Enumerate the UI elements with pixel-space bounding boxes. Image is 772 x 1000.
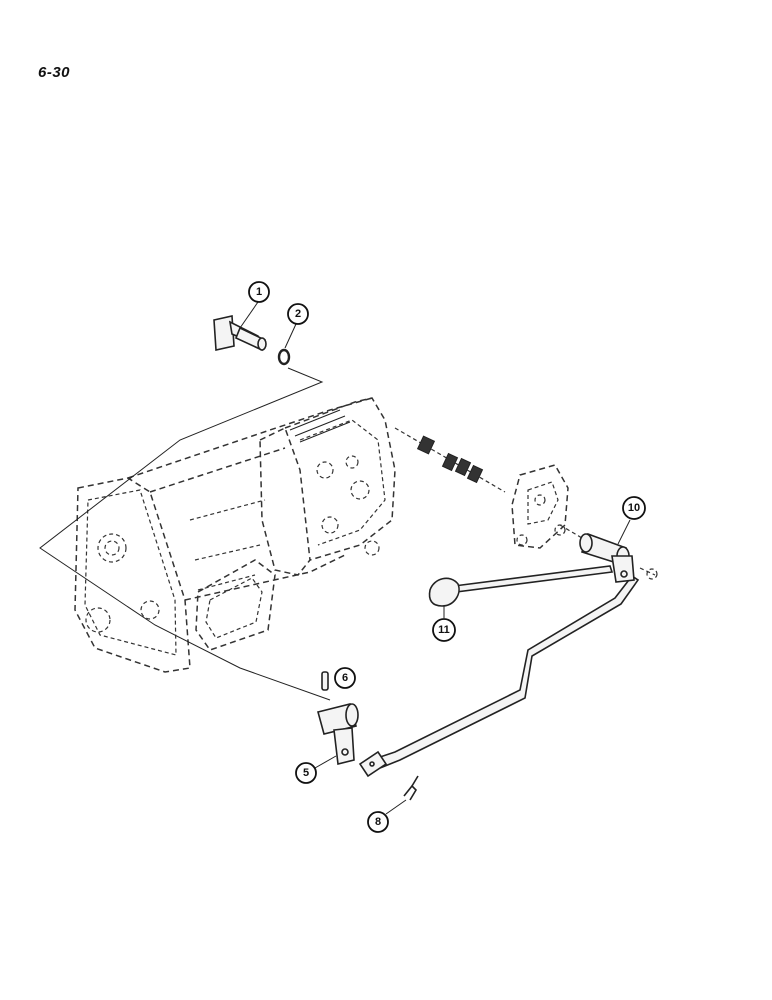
callout-11-label: 11 (438, 624, 450, 636)
callout-6: 6 (334, 667, 356, 689)
mounting-bracket (511, 464, 658, 580)
transmission-housing (74, 397, 396, 673)
callout-arrows (239, 301, 631, 815)
part-5-lever-arm (317, 703, 359, 765)
part-8-cotter-pin (403, 775, 419, 801)
page-number: 6-30 (38, 64, 71, 81)
leader-lines (39, 367, 331, 701)
callout-5: 5 (295, 762, 317, 784)
callout-8-label: 8 (375, 816, 381, 828)
callout-2-label: 2 (295, 308, 301, 320)
callout-2: 2 (287, 303, 309, 325)
part-10-lever (579, 532, 635, 583)
callout-6-label: 6 (342, 672, 348, 684)
part-6-roll-pin (321, 671, 329, 691)
callout-8: 8 (367, 811, 389, 833)
callout-5-label: 5 (303, 767, 309, 779)
callout-10: 10 (622, 496, 646, 520)
callout-11: 11 (432, 618, 456, 642)
callout-10-label: 10 (628, 502, 640, 514)
part-11-knob (428, 565, 614, 607)
callout-1-label: 1 (256, 286, 262, 298)
shift-rod (358, 574, 640, 778)
callout-1: 1 (248, 281, 270, 303)
part-2-o-ring (277, 348, 291, 366)
part-1-shift-shaft (213, 315, 267, 352)
shift-shaft-alignment (394, 427, 506, 493)
